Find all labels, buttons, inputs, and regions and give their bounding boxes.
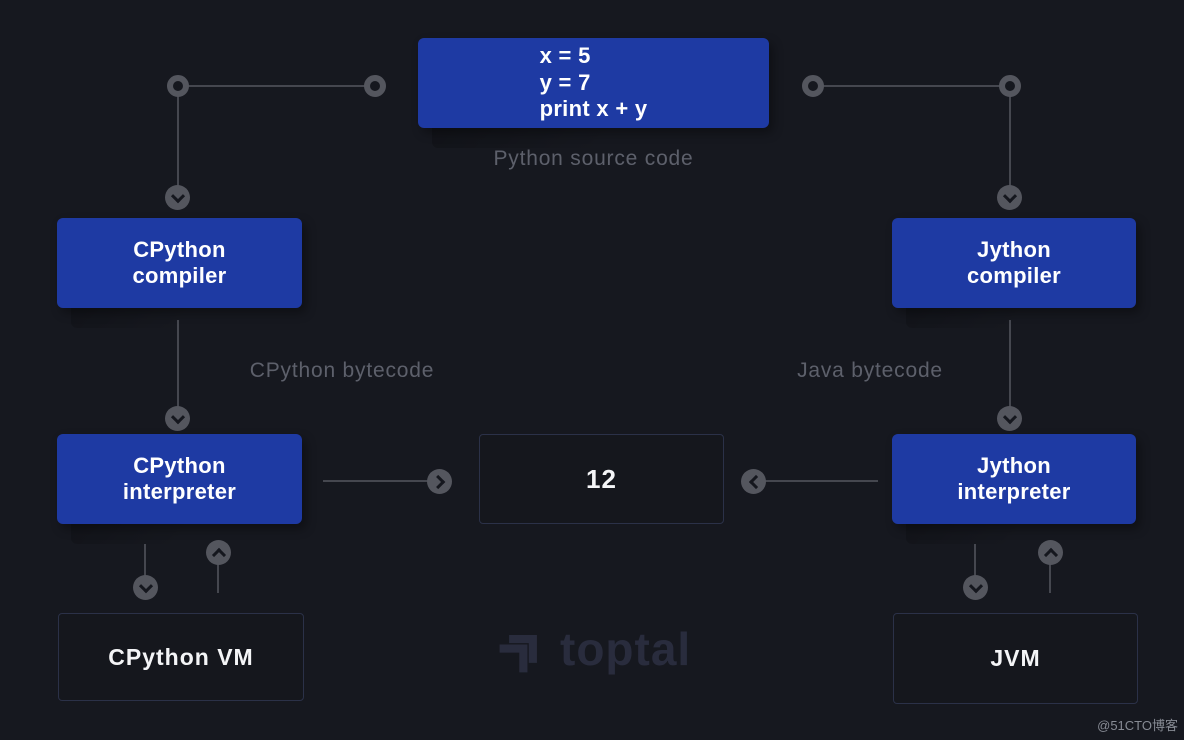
jython-interpreter-line-1: Jython (977, 452, 1051, 478)
jython-compiler-line-2: compiler (966, 263, 1062, 288)
arrow-down-icon (997, 406, 1022, 431)
arrow-left-icon (741, 469, 766, 494)
connector-line (974, 544, 976, 578)
python-source-caption: Python source code (493, 147, 694, 170)
arrow-down-icon (963, 575, 988, 600)
jvm-box: JVM (893, 613, 1138, 704)
connector-node-icon (802, 75, 824, 97)
arrow-up-icon (206, 540, 231, 565)
arrow-down-icon (133, 575, 158, 600)
toptal-logo-icon (499, 635, 537, 673)
source-line-3: print x + y (539, 96, 648, 122)
connector-line (217, 563, 219, 593)
cpython-interpreter-line-1: CPython (133, 452, 226, 478)
jython-interpreter-line-2: interpreter (957, 479, 1071, 504)
connector-line (144, 544, 146, 578)
jvm-label: JVM (990, 645, 1041, 671)
connector-line (823, 85, 1001, 87)
connector-node-icon (364, 75, 386, 97)
connector-line (1009, 96, 1011, 186)
connector-line (1049, 563, 1051, 593)
result-value: 12 (586, 463, 617, 494)
jython-interpreter-box: Jython interpreter (892, 434, 1136, 524)
cpython-vm-label: CPython VM (108, 643, 254, 670)
cpython-interpreter-box: CPython interpreter (57, 434, 302, 524)
toptal-logo: toptal (498, 623, 692, 676)
java-bytecode-label: Java bytecode (797, 359, 943, 382)
arrow-up-icon (1038, 540, 1063, 565)
connector-line (177, 320, 179, 408)
connector-line (1009, 320, 1011, 408)
cpython-bytecode-label: CPython bytecode (249, 359, 435, 382)
connector-line (188, 85, 366, 87)
connector-node-icon (167, 75, 189, 97)
result-box: 12 (479, 434, 724, 524)
connector-line (177, 96, 179, 186)
arrow-down-icon (165, 406, 190, 431)
arrow-down-icon (997, 185, 1022, 210)
arrow-right-icon (427, 469, 452, 494)
python-source-box: x = 5 y = 7 print x + y (418, 38, 769, 128)
cpython-compiler-line-2: compiler (132, 263, 227, 288)
source-line-2: y = 7 (539, 69, 591, 95)
cpython-compiler-box: CPython compiler (57, 218, 302, 308)
jython-compiler-text: Jython compiler (967, 237, 1061, 290)
connector-line (323, 480, 429, 482)
connector-line (764, 480, 878, 482)
arrow-down-icon (165, 185, 190, 210)
source-line-1: x = 5 (539, 43, 591, 69)
jython-compiler-line-1: Jython (977, 236, 1051, 262)
cpython-compiler-line-1: CPython (133, 236, 226, 262)
cpython-interpreter-text: CPython interpreter (123, 453, 236, 506)
toptal-logo-text: toptal (560, 623, 692, 675)
cpython-interpreter-line-2: interpreter (122, 479, 237, 504)
cpython-vm-box: CPython VM (58, 613, 304, 701)
jython-interpreter-text: Jython interpreter (957, 453, 1070, 506)
watermark: @51CTO博客 (1097, 718, 1178, 733)
connector-node-icon (999, 75, 1021, 97)
jython-compiler-box: Jython compiler (892, 218, 1136, 308)
python-source-code-text: x = 5 y = 7 print x + y (540, 43, 648, 122)
cpython-compiler-text: CPython compiler (132, 237, 226, 290)
